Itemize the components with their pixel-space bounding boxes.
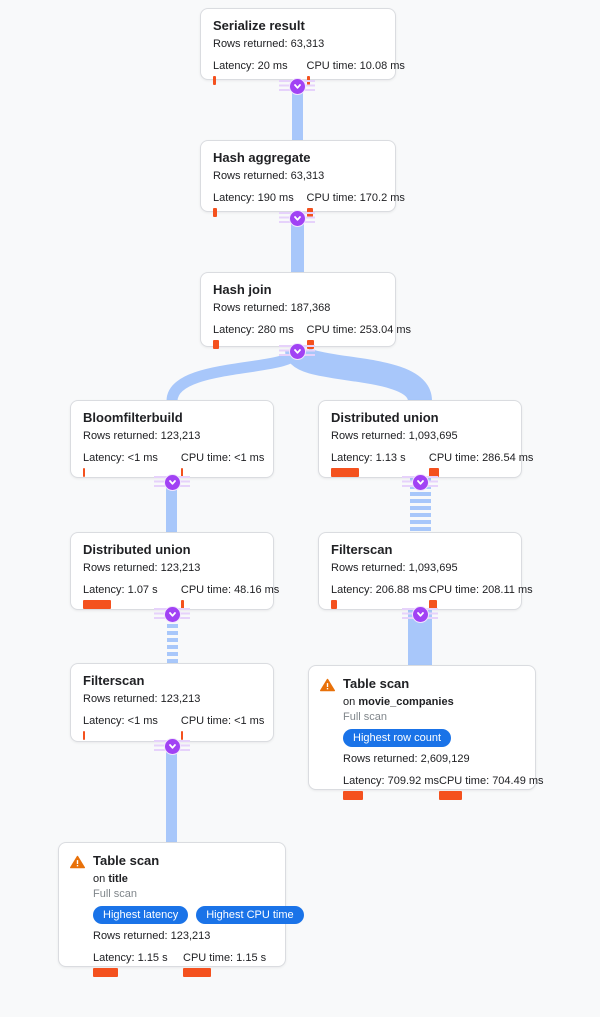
node-title: Bloomfilterbuild xyxy=(83,410,183,425)
node-title: Distributed union xyxy=(331,410,439,425)
scan-type-text: Full scan xyxy=(343,711,388,723)
edge-hash-join-to-bloomfilterbuild xyxy=(166,347,303,401)
rows-returned-text: Rows returned: 187,368 xyxy=(213,302,331,314)
plan-node-distributed-union-right[interactable]: Distributed union Rows returned: 1,093,6… xyxy=(318,400,533,478)
edge-filterscan-to-table-scan-left xyxy=(166,742,177,843)
cpu-time-text: CPU time: 48.16 ms xyxy=(180,584,280,596)
latency-text: Latency: <1 ms xyxy=(83,715,158,727)
latency-bar xyxy=(331,600,337,609)
cpu-time-text: CPU time: 253.04 ms xyxy=(306,324,412,336)
cpu-time-text: CPU time: 10.08 ms xyxy=(306,60,405,72)
cpu-time-text: CPU time: 170.2 ms xyxy=(306,192,405,204)
rows-returned-text: Rows returned: 2,609,129 xyxy=(343,753,470,765)
on-label: on xyxy=(93,873,106,885)
cpu-time-text: CPU time: <1 ms xyxy=(180,452,265,464)
rows-returned-text: Rows returned: 123,213 xyxy=(93,930,211,942)
plan-node-distributed-union-left[interactable]: Distributed union Rows returned: 123,213… xyxy=(70,532,279,610)
latency-text: Latency: <1 ms xyxy=(83,452,158,464)
latency-text: Latency: 206.88 ms xyxy=(331,584,428,596)
plan-node-table-scan-title[interactable]: Table scan on title Full scan Highest la… xyxy=(58,842,304,977)
latency-bar xyxy=(213,208,217,217)
cpu-time-bar xyxy=(428,600,437,609)
on-label: on xyxy=(343,696,356,708)
highest-latency-badge: Highest latency xyxy=(93,906,189,924)
warning-icon xyxy=(320,678,335,692)
edge-serialize-to-hash-aggregate xyxy=(292,79,303,141)
plan-node-hash-aggregate[interactable]: Hash aggregate Rows returned: 63,313 Lat… xyxy=(200,140,405,217)
plan-node-hash-join[interactable]: Hash join Rows returned: 187,368 Latency… xyxy=(200,272,411,349)
table-name: title xyxy=(108,873,128,885)
edge-hash-join-to-distributed-union xyxy=(285,347,432,401)
collapse-chevron-icon[interactable] xyxy=(412,474,429,491)
plan-node-filterscan-right[interactable]: Filterscan Rows returned: 1,093,695 Late… xyxy=(318,532,533,610)
node-title: Distributed union xyxy=(83,542,191,557)
latency-text: Latency: 20 ms xyxy=(213,60,288,72)
collapse-chevron-icon[interactable] xyxy=(164,474,181,491)
collapse-chevron-icon[interactable] xyxy=(412,606,429,623)
warning-icon xyxy=(70,855,85,869)
node-title: Hash join xyxy=(213,282,272,297)
plan-node-bloomfilterbuild[interactable]: Bloomfilterbuild Rows returned: 123,213 … xyxy=(70,400,274,478)
cpu-time-bar xyxy=(180,468,183,477)
edge-bloomfilterbuild-to-distributed-union xyxy=(166,478,177,533)
rows-returned-text: Rows returned: 1,093,695 xyxy=(331,430,458,442)
rows-returned-text: Rows returned: 1,093,695 xyxy=(331,562,458,574)
scan-type-text: Full scan xyxy=(93,888,138,900)
latency-bar xyxy=(213,340,219,349)
cpu-time-bar xyxy=(180,731,183,740)
latency-bar xyxy=(213,76,216,85)
plan-node-table-scan-movie-companies[interactable]: Table scan on movie_companies Full scan … xyxy=(308,665,544,800)
collapse-chevron-icon[interactable] xyxy=(164,606,181,623)
table-name-line: on movie_companies xyxy=(343,695,523,709)
rows-returned-text: Rows returned: 63,313 xyxy=(213,38,325,50)
latency-text: Latency: 709.92 ms xyxy=(343,775,440,787)
collapse-chevron-icon[interactable] xyxy=(164,738,181,755)
cpu-time-text: CPU time: 1.15 s xyxy=(183,952,267,964)
latency-bar xyxy=(83,468,85,477)
latency-bar xyxy=(83,600,111,609)
rows-returned-text: Rows returned: 123,213 xyxy=(83,693,201,705)
cpu-time-bar xyxy=(183,968,211,977)
collapse-chevron-icon[interactable] xyxy=(289,78,306,95)
latency-text: Latency: 1.15 s xyxy=(93,952,168,964)
plan-node-filterscan-left[interactable]: Filterscan Rows returned: 123,213 Latenc… xyxy=(70,663,274,742)
collapse-chevron-icon[interactable] xyxy=(289,210,306,227)
cpu-time-bar xyxy=(428,468,439,477)
highest-row-count-badge: Highest row count xyxy=(343,729,452,747)
rows-returned-text: Rows returned: 63,313 xyxy=(213,170,325,182)
collapse-chevron-icon[interactable] xyxy=(289,343,306,360)
latency-bar xyxy=(343,791,363,800)
node-title: Table scan xyxy=(93,853,160,868)
latency-text: Latency: 190 ms xyxy=(213,192,294,204)
cpu-time-text: CPU time: <1 ms xyxy=(180,715,265,727)
cpu-time-text: CPU time: 704.49 ms xyxy=(439,775,544,787)
cpu-time-text: CPU time: 286.54 ms xyxy=(428,452,534,464)
table-name: movie_companies xyxy=(358,696,454,708)
cpu-time-bar xyxy=(180,600,184,609)
latency-bar xyxy=(93,968,118,977)
plan-node-serialize-result[interactable]: Serialize result Rows returned: 63,313 L… xyxy=(200,8,405,85)
node-title: Filterscan xyxy=(331,542,393,557)
highest-cpu-time-badge: Highest CPU time xyxy=(196,906,304,924)
node-title: Serialize result xyxy=(213,18,305,33)
cpu-time-bar xyxy=(306,340,314,349)
cpu-time-bar xyxy=(439,791,463,800)
edge-distributed-union-to-filterscan-right xyxy=(410,478,431,533)
latency-bar xyxy=(331,468,359,477)
node-title: Filterscan xyxy=(83,673,145,688)
edge-distributed-union-to-filterscan-left xyxy=(167,610,178,664)
cpu-time-text: CPU time: 208.11 ms xyxy=(428,584,533,596)
latency-text: Latency: 1.13 s xyxy=(331,452,406,464)
node-title: Table scan xyxy=(343,676,410,691)
rows-returned-text: Rows returned: 123,213 xyxy=(83,562,201,574)
latency-text: Latency: 1.07 s xyxy=(83,584,158,596)
node-title: Hash aggregate xyxy=(213,150,311,165)
table-name-line: on title xyxy=(93,872,273,886)
latency-text: Latency: 280 ms xyxy=(213,324,294,336)
latency-bar xyxy=(83,731,85,740)
rows-returned-text: Rows returned: 123,213 xyxy=(83,430,201,442)
